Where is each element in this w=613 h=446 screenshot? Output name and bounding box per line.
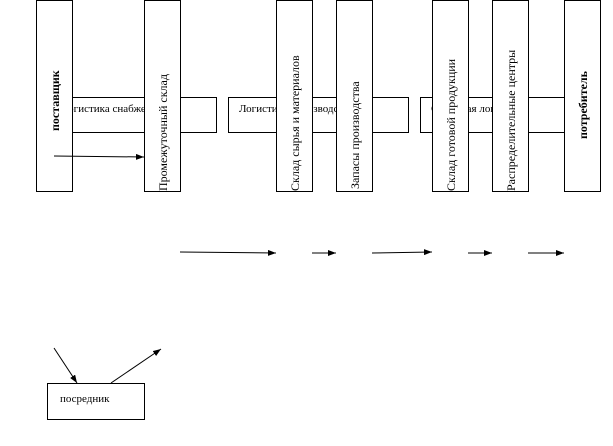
intermediary-box: посредник	[47, 383, 145, 420]
intermediate-warehouse-box: Промежуточный склад	[144, 0, 181, 192]
distribution-centers-box: Распределительные центры	[492, 0, 529, 192]
finished-goods-warehouse-box: Склад готовой продукции	[432, 0, 469, 192]
intermediary-label: посредник	[60, 393, 110, 405]
consumer-box: потребитель	[564, 0, 601, 192]
arrow-to-finished-goods-warehouse	[371, 249, 433, 256]
arrow-to-intermediary	[53, 347, 78, 384]
supply-logistics-bar: Логистика снабжения	[56, 97, 217, 133]
distribution-logistics-label: Сбытовая логистика	[431, 103, 527, 115]
raw-materials-warehouse-box: Склад сырья и материалов	[276, 0, 313, 192]
supply-logistics-label: Логистика снабжения	[61, 103, 163, 115]
arrow-supplier-to-intermediate-warehouse	[53, 153, 145, 160]
production-stocks-box: Запасы производства	[336, 0, 373, 192]
arrow-to-raw-materials-warehouse	[179, 249, 277, 256]
arrow-from-intermediary	[110, 348, 162, 384]
supplier-box: поставщик	[36, 0, 73, 192]
